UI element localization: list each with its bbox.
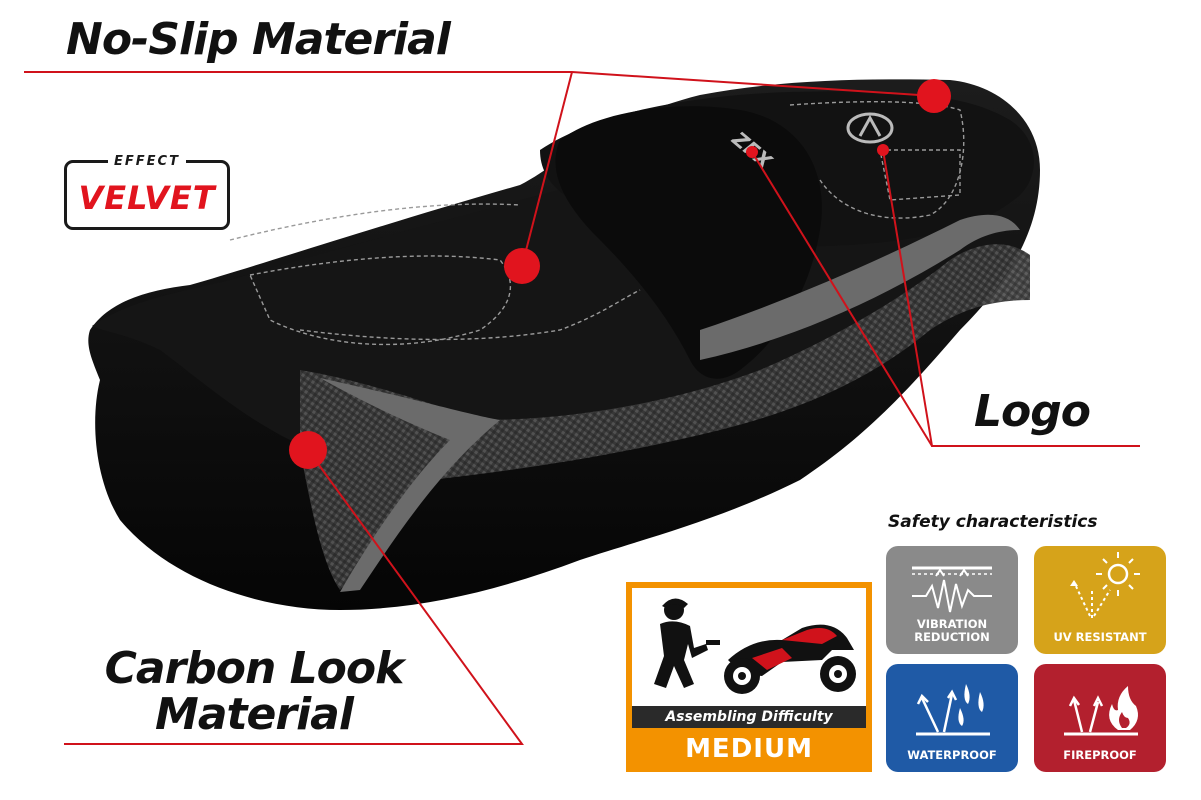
uv-resistant-tile: UV RESISTANT [1034, 546, 1166, 654]
assembling-difficulty-level: MEDIUM [685, 734, 813, 764]
assembling-difficulty-card: Assembling Difficulty MEDIUM [626, 582, 872, 772]
waterproof-tile: WATERPROOF [886, 664, 1018, 772]
vibration-label-line1: VIBRATION [916, 617, 988, 631]
water-drops-icon [916, 684, 990, 736]
vibration-icon [912, 566, 992, 613]
sun-icon [1070, 552, 1140, 618]
flame-icon [1064, 686, 1138, 736]
logo-label: Logo [974, 386, 1091, 437]
waterproof-label: WATERPROOF [907, 748, 997, 762]
carbon-label-line1: Carbon Look [104, 643, 405, 694]
callout-lines [24, 71, 1140, 745]
vibration-label-line2: REDUCTION [914, 630, 990, 644]
badge-effect-text: EFFECT [108, 154, 186, 169]
vibration-reduction-tile: VIBRATION REDUCTION [886, 546, 1018, 654]
badge-velvet-text: VELVET [78, 179, 216, 217]
safety-characteristics-title: Safety characteristics [888, 512, 1098, 532]
assembling-difficulty-label: Assembling Difficulty [632, 706, 866, 728]
uv-label: UV RESISTANT [1053, 630, 1147, 644]
assembly-illustration [632, 588, 866, 706]
seat-body [88, 79, 1041, 610]
velvet-effect-badge: EFFECT VELVET [64, 154, 230, 230]
mechanic-motorcycle-icon [654, 598, 856, 694]
callout-markers [289, 79, 951, 469]
carbon-label-line2: Material [155, 689, 354, 740]
fireproof-label: FIREPROOF [1063, 748, 1137, 762]
fireproof-tile: FIREPROOF [1034, 664, 1166, 772]
no-slip-material-label: No-Slip Material [66, 14, 451, 65]
carbon-look-material-label: Carbon Look Material [64, 646, 444, 738]
